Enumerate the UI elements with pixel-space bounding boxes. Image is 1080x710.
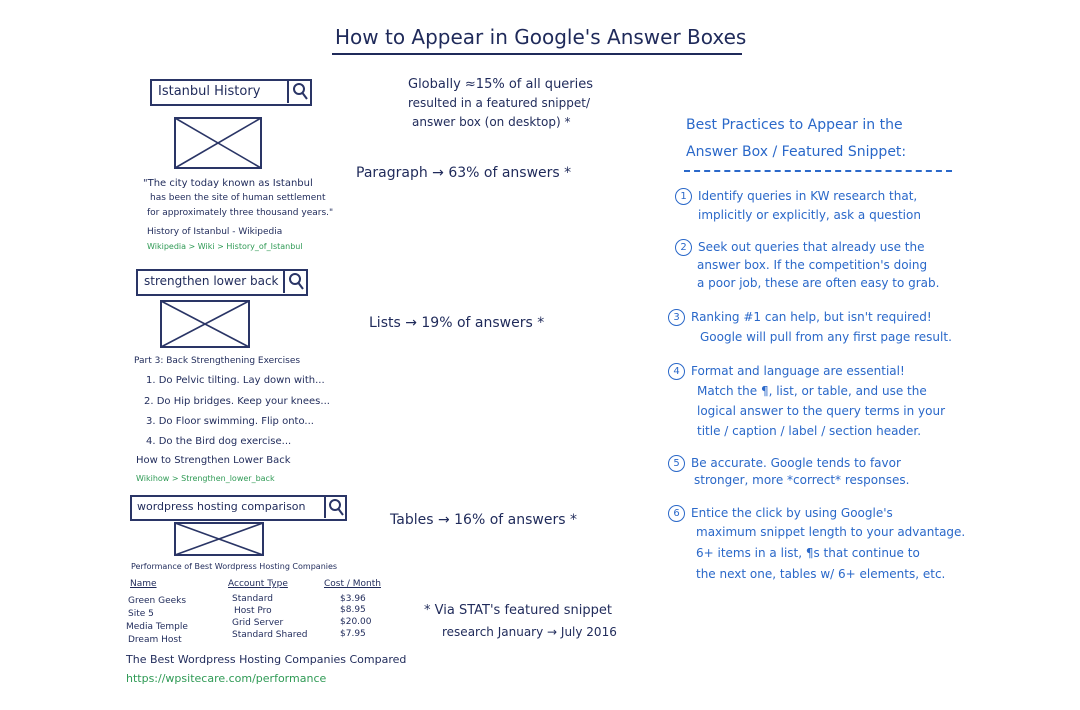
image-placeholder-3: [174, 522, 264, 556]
item-line: maximum snippet length to your advantage…: [696, 525, 966, 539]
footnote-line-1: * Via STAT's featured snippet: [424, 603, 612, 618]
image-placeholder-2: [160, 300, 250, 348]
item-line: Identify queries in KW research that,: [698, 189, 918, 203]
stat-tables: Tables → 16% of answers *: [390, 512, 577, 528]
snippet-url[interactable]: Wikihow > Strengthen_lower_back: [136, 474, 275, 483]
best-practice-item-1: 1 Identify queries in KW research that,: [675, 188, 917, 205]
item-line: a poor job, these are often easy to grab…: [697, 276, 940, 290]
item-line: 6+ items in a list, ¶s that continue to: [696, 546, 920, 560]
item-line: Format and language are essential!: [691, 364, 905, 378]
table-header: Cost / Month: [324, 579, 381, 589]
item-line: implicitly or explicitly, ask a question: [698, 208, 921, 222]
item-line: Match the ¶, list, or table, and use the: [697, 384, 927, 398]
best-practices-heading: Answer Box / Featured Snippet:: [686, 144, 907, 160]
title-underline: [332, 53, 742, 55]
table-header: Name: [130, 579, 157, 589]
item-line: Ranking #1 can help, but isn't required!: [691, 310, 932, 324]
snippet-source[interactable]: How to Strengthen Lower Back: [136, 455, 291, 466]
best-practice-item-5: 5 Be accurate. Google tends to favor: [668, 455, 901, 472]
search-query: Istanbul History: [158, 84, 261, 99]
snippet-table-title: Performance of Best Wordpress Hosting Co…: [131, 562, 338, 571]
search-query: wordpress hosting comparison: [137, 500, 306, 513]
table-cell: Standard Shared: [232, 630, 308, 640]
item-line: title / caption / label / section header…: [697, 424, 922, 438]
item-line: Seek out queries that already use the: [698, 240, 925, 254]
stat-lists: Lists → 19% of answers *: [369, 315, 545, 331]
snippet-url[interactable]: Wikipedia > Wiki > History_of_Istanbul: [147, 242, 303, 251]
table-header: Account Type: [228, 579, 288, 589]
item-number: 5: [668, 455, 685, 472]
image-placeholder-1: [174, 117, 262, 169]
snippet-source[interactable]: History of Istanbul - Wikipedia: [147, 227, 283, 237]
table-cell: Host Pro: [234, 606, 272, 616]
search-box-1[interactable]: Istanbul History: [150, 79, 312, 106]
footnote-line-2: research January → July 2016: [442, 625, 617, 639]
intro-line-2: resulted in a featured snippet/: [408, 96, 590, 110]
table-cell: Site 5: [128, 609, 154, 619]
table-cell: Grid Server: [232, 618, 284, 628]
snippet-quote-line-3: for approximately three thousand years.": [147, 208, 334, 218]
item-line: Entice the click by using Google's: [691, 506, 893, 520]
best-practice-item-3: 3 Ranking #1 can help, but isn't required…: [668, 309, 932, 326]
snippet-list-item: 4. Do the Bird dog exercise...: [146, 436, 292, 447]
item-line: Google will pull from any first page res…: [700, 330, 952, 344]
heading-divider: [684, 170, 952, 172]
snippet-list-item: 2. Do Hip bridges. Keep your knees...: [144, 396, 330, 407]
item-number: 6: [668, 505, 685, 522]
search-box-3[interactable]: wordpress hosting comparison: [130, 495, 347, 521]
item-line: logical answer to the query terms in you…: [697, 404, 946, 418]
search-icon[interactable]: [283, 270, 307, 293]
table-cell: $20.00: [340, 617, 372, 627]
table-cell: $8.95: [340, 605, 366, 615]
item-number: 2: [675, 239, 692, 256]
item-line: answer box. If the competition's doing: [697, 258, 928, 272]
table-cell: Standard: [232, 594, 273, 604]
table-cell: Dream Host: [128, 635, 182, 645]
search-icon[interactable]: [324, 496, 346, 518]
snippet-quote-line-1: "The city today known as Istanbul: [143, 178, 313, 189]
item-number: 3: [668, 309, 685, 326]
table-cell: $7.95: [340, 629, 366, 639]
snippet-list-heading: Part 3: Back Strengthening Exercises: [134, 356, 301, 366]
search-query: strengthen lower back: [144, 274, 279, 288]
best-practices-heading: Best Practices to Appear in the: [686, 117, 903, 133]
item-line: the next one, tables w/ 6+ elements, etc…: [696, 567, 946, 581]
item-number: 4: [668, 363, 685, 380]
snippet-list-item: 3. Do Floor swimming. Flip onto...: [146, 416, 314, 427]
table-cell: Media Temple: [126, 622, 188, 632]
item-line: Be accurate. Google tends to favor: [691, 456, 901, 470]
table-cell: $3.96: [340, 594, 366, 604]
stat-paragraph: Paragraph → 63% of answers *: [356, 165, 572, 181]
item-line: stronger, more *correct* responses.: [694, 473, 910, 487]
intro-line-1: Globally ≈15% of all queries: [408, 77, 594, 92]
search-icon[interactable]: [287, 80, 311, 103]
intro-line-3: answer box (on desktop) *: [412, 115, 571, 129]
item-number: 1: [675, 188, 692, 205]
snippet-url[interactable]: https://wpsitecare.com/performance: [126, 672, 327, 685]
search-box-2[interactable]: strengthen lower back: [136, 269, 308, 296]
snippet-source[interactable]: The Best Wordpress Hosting Companies Com…: [126, 653, 407, 666]
best-practice-item-2: 2 Seek out queries that already use the: [675, 239, 925, 256]
best-practice-item-6: 6 Entice the click by using Google's: [668, 505, 893, 522]
page-title: How to Appear in Google's Answer Boxes: [335, 25, 747, 49]
snippet-list-item: 1. Do Pelvic tilting. Lay down with...: [146, 375, 325, 386]
snippet-quote-line-2: has been the site of human settlement: [150, 193, 326, 203]
best-practice-item-4: 4 Format and language are essential!: [668, 363, 905, 380]
snippet-table: Name Account Type Cost / Month Green Gee…: [126, 579, 398, 650]
table-cell: Green Geeks: [128, 596, 187, 606]
